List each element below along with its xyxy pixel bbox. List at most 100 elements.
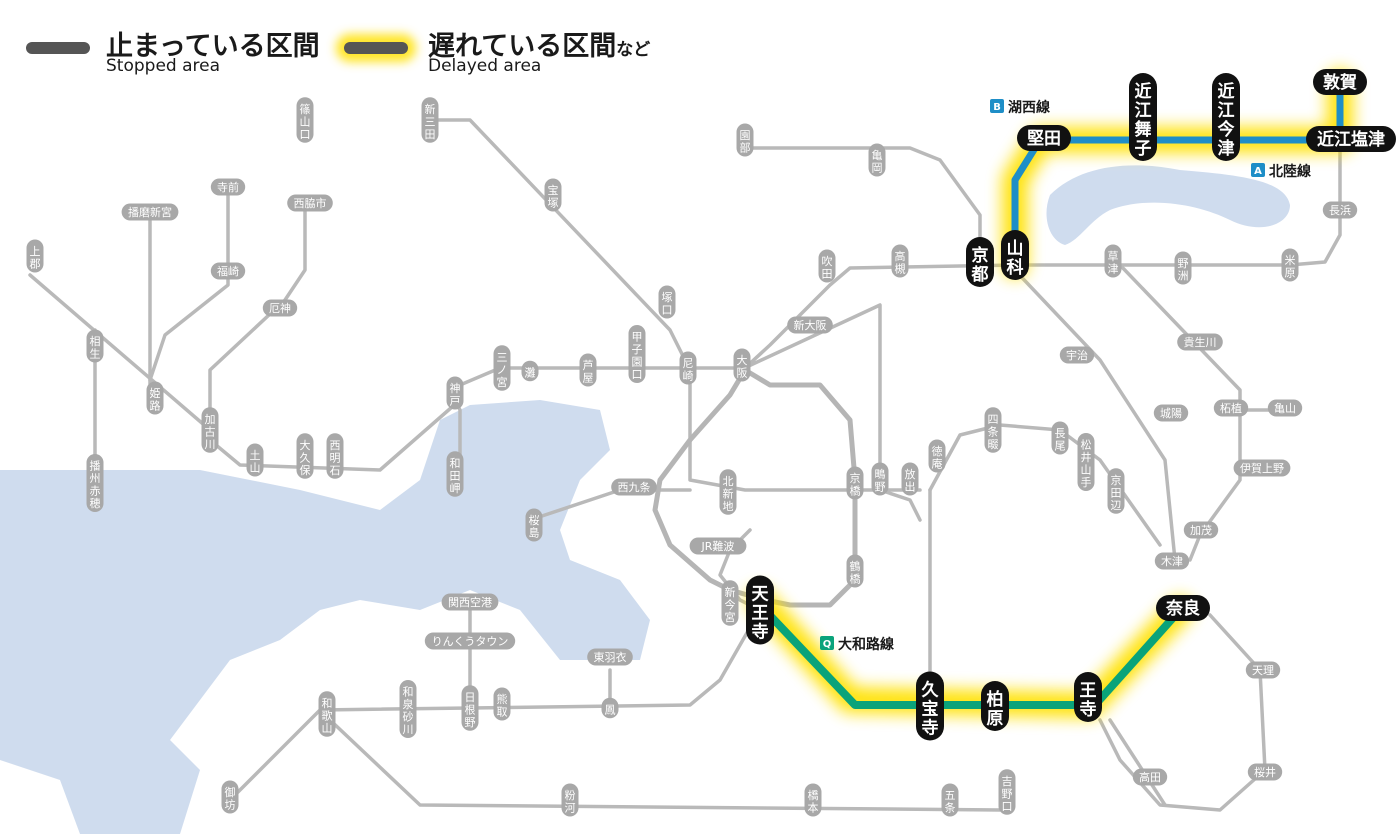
major-station-3: 近江舞子	[1129, 73, 1157, 161]
station-label: 近江今津	[1218, 81, 1235, 159]
station-label: 上郡	[30, 245, 41, 271]
station-60: 天理	[1245, 661, 1281, 679]
station-label: 吉野口	[1002, 775, 1013, 813]
svg-text:Q: Q	[823, 639, 832, 650]
legend-stopped: 止まっている区間 Stopped area	[26, 22, 326, 78]
station-label: 播磨新宮	[128, 205, 172, 219]
track-network	[28, 98, 1342, 812]
station-label: 京橋	[850, 471, 861, 498]
station-label: 木津	[1161, 555, 1183, 568]
station-label: 熊取	[497, 692, 508, 719]
station-30: 草津	[1104, 244, 1122, 278]
station-label: 宝塚	[548, 183, 559, 210]
station-label: 灘	[525, 366, 536, 379]
station-label: 関西空港	[448, 595, 492, 609]
station-label: 粉河	[565, 789, 576, 815]
station-label: 野洲	[1178, 257, 1189, 283]
station-62: 和泉砂川	[399, 680, 417, 738]
station-13: 加古川	[201, 407, 219, 453]
station-32: 米原	[1281, 248, 1299, 282]
station-label: 堅田	[1027, 129, 1061, 149]
station-22: 芦屋	[579, 353, 597, 387]
station-26: 大阪	[733, 348, 751, 382]
station-0: 篠山口	[296, 97, 314, 143]
line-badge-A: A 北陸線	[1251, 163, 1311, 180]
station-label: 大阪	[737, 353, 748, 380]
station-66: 桜井	[1247, 763, 1283, 781]
legend-delayed-en: Delayed area	[428, 56, 542, 76]
station-label: 鳳	[605, 703, 616, 716]
station-label: 亀山	[1274, 401, 1296, 415]
station-label: 桜井	[1254, 765, 1276, 779]
major-station-9: 柏原	[981, 681, 1009, 731]
station-label: 城陽	[1160, 407, 1182, 420]
station-label: 土山	[250, 449, 261, 475]
station-10: 相生	[86, 329, 104, 363]
major-station-6: 近江塩津	[1306, 126, 1396, 152]
station-11: 姫路	[146, 381, 164, 415]
major-station-11: 奈良	[1156, 595, 1210, 621]
station-label: 御坊	[225, 785, 236, 812]
station-37: 柘植	[1213, 399, 1249, 417]
station-31: 野洲	[1174, 251, 1192, 285]
station-2: 宝塚	[544, 178, 562, 212]
station-54: 新今宮	[721, 580, 739, 626]
station-label: 近江塩津	[1317, 129, 1385, 150]
station-49: 北新地	[719, 469, 737, 515]
station-label: 放出	[905, 467, 916, 494]
station-42: 京田辺	[1107, 468, 1125, 514]
station-label: 京田辺	[1111, 473, 1122, 512]
station-label: 王寺	[1080, 681, 1097, 720]
station-38: 亀山	[1267, 399, 1303, 417]
svg-text:A: A	[1254, 166, 1262, 177]
station-36: 城陽	[1153, 404, 1189, 422]
station-label: 塚口	[662, 291, 673, 317]
station-label: 東羽衣	[594, 650, 627, 664]
station-14: 土山	[246, 443, 264, 477]
station-label: 米原	[1285, 254, 1296, 280]
station-label: 北新地	[723, 475, 734, 513]
station-label: 高槻	[895, 249, 906, 276]
station-52: 木津	[1154, 552, 1190, 570]
station-label: 鴫野	[875, 467, 886, 494]
station-label: 貴生川	[1184, 335, 1217, 349]
station-label: 敦賀	[1323, 72, 1357, 93]
station-label: 近江舞子	[1135, 81, 1152, 159]
station-label: 亀岡	[872, 148, 883, 175]
station-label: 大久保	[300, 438, 311, 477]
station-label: 高田	[1139, 770, 1161, 784]
station-label: 山科	[1007, 239, 1024, 278]
station-47: 伊賀上野	[1233, 459, 1291, 477]
station-43: 徳庵	[928, 439, 946, 473]
station-label: 甲子園口	[632, 331, 643, 382]
station-40: 長尾	[1051, 421, 1069, 455]
station-label: 播州赤穂	[90, 459, 101, 511]
station-label: 加古川	[205, 413, 216, 451]
station-label: 新三田	[425, 102, 436, 141]
station-3: 園部	[736, 123, 754, 157]
station-label: 宇治	[1066, 348, 1088, 362]
station-label: 奈良	[1165, 598, 1200, 619]
station-label: 日根野	[465, 691, 476, 729]
station-58: 東羽衣	[587, 648, 633, 666]
legend-delayed: 遅れている区間など Delayed area	[340, 22, 670, 78]
station-label: 三ノ宮	[497, 351, 508, 389]
station-48: 西九条	[611, 478, 657, 496]
legend-delayed-jp: 遅れている区間	[428, 31, 617, 62]
station-55: 鶴橋	[846, 554, 864, 588]
station-28: 吹田	[818, 249, 836, 283]
station-50: 桜島	[525, 508, 543, 542]
station-35: 貴生川	[1177, 333, 1223, 351]
station-label: 柘植	[1220, 401, 1242, 415]
station-label: 天王寺	[752, 585, 770, 643]
major-station-8: 久宝寺	[916, 671, 944, 741]
station-label: 長浜	[1329, 204, 1351, 217]
station-25: 塚口	[658, 285, 676, 319]
station-label: 柏原	[987, 689, 1004, 729]
legend-delayed-suffix: など	[616, 40, 651, 60]
station-46: 京橋	[846, 466, 864, 500]
station-label: 久宝寺	[922, 680, 939, 739]
line-badge-Q: Q 大和路線	[820, 636, 894, 653]
station-51: 加茂	[1183, 521, 1219, 539]
station-68: 粉河	[561, 783, 579, 817]
